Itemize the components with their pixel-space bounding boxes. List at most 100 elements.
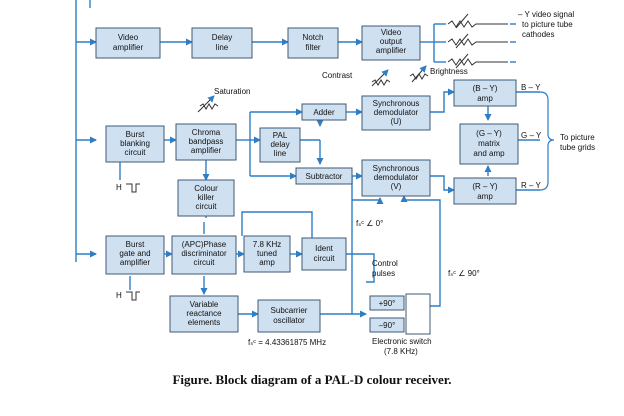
- chroma-bandpass-block: Chroma bandpass amplifier: [175, 123, 237, 161]
- picture-tube-grids-label: To picture: [560, 133, 595, 142]
- fsc-frequency-label: fₛᶜ = 4.43361875 MHz: [248, 338, 326, 347]
- svg-text:circuit: circuit: [125, 148, 147, 157]
- picture-tube-grids-label-2: tube grids: [560, 143, 595, 152]
- control-pulses-label: Control: [372, 259, 398, 268]
- fsc-90-label: fₛᶜ ∠ 90°: [448, 269, 480, 278]
- svg-text:+90°: +90°: [379, 299, 396, 308]
- subtractor-block: Subtractor: [295, 167, 353, 185]
- switch-minus-90-block: –90°: [369, 317, 405, 333]
- svg-text:–90°: –90°: [379, 321, 396, 330]
- sync-demodulator-u-block: Synchronous demodulator (U): [361, 95, 431, 131]
- svg-text:line: line: [216, 43, 229, 52]
- svg-text:Ident: Ident: [315, 244, 334, 253]
- tuned-amp-block: 7.8 KHz tuned amp: [243, 235, 291, 273]
- apc-phase-discriminator-block: (APC)Phase discriminator circuit: [171, 235, 237, 275]
- y-video-signal-label: – Y video signal: [518, 10, 574, 19]
- svg-text:Variable: Variable: [190, 300, 219, 309]
- svg-text:circuit: circuit: [314, 254, 336, 263]
- svg-text:(U): (U): [390, 117, 401, 126]
- svg-text:amplifier: amplifier: [113, 43, 144, 52]
- svg-text:Colour: Colour: [194, 184, 218, 193]
- svg-text:Delay: Delay: [212, 33, 232, 42]
- svg-text:amp: amp: [477, 94, 493, 103]
- svg-text:amplifier: amplifier: [191, 146, 222, 155]
- pulse-icon: [126, 183, 140, 301]
- svg-text:blanking: blanking: [120, 139, 150, 148]
- svg-text:matrix: matrix: [478, 139, 500, 148]
- svg-text:line: line: [274, 149, 287, 158]
- switch-plus-90-block: +90°: [369, 295, 405, 311]
- electronic-switch-label: Electronic switch: [372, 337, 432, 346]
- svg-text:discriminator: discriminator: [181, 249, 227, 258]
- svg-text:Adder: Adder: [313, 108, 335, 117]
- y-video-signal-label-3: cathodes: [522, 30, 554, 39]
- svg-text:(R – Y): (R – Y): [472, 182, 498, 191]
- svg-text:Video: Video: [381, 28, 402, 37]
- subcarrier-oscillator-block: Subcarrier oscillator: [257, 299, 321, 333]
- svg-text:output: output: [380, 37, 403, 46]
- svg-text:(G – Y): (G – Y): [476, 129, 502, 138]
- svg-text:7.8 KHz: 7.8 KHz: [253, 240, 281, 249]
- svg-text:amplifier: amplifier: [120, 258, 151, 267]
- notch-filter-block: Notch filter: [287, 27, 339, 59]
- contrast-label: Contrast: [322, 71, 353, 80]
- svg-text:and amp: and amp: [473, 149, 505, 158]
- svg-text:Burst: Burst: [126, 130, 145, 139]
- svg-text:delay: delay: [270, 140, 289, 149]
- svg-text:demodulator: demodulator: [374, 108, 419, 117]
- svg-text:tuned: tuned: [257, 249, 277, 258]
- delay-line-block: Delay line: [191, 27, 253, 59]
- r-y-amp-block: (R – Y) amp: [453, 177, 517, 205]
- b-y-output-label: B – Y: [521, 83, 541, 92]
- svg-text:Subcarrier: Subcarrier: [271, 306, 308, 315]
- svg-text:bandpass: bandpass: [189, 137, 224, 146]
- control-pulses-label-2: pulses: [372, 269, 395, 278]
- svg-text:Chroma: Chroma: [192, 128, 221, 137]
- svg-text:Synchronous: Synchronous: [373, 99, 420, 108]
- svg-text:filter: filter: [305, 43, 320, 52]
- svg-text:amp: amp: [259, 258, 275, 267]
- signal-wires: [75, 0, 555, 318]
- r-y-output-label: R – Y: [521, 181, 542, 190]
- svg-text:Video: Video: [118, 33, 139, 42]
- contrast-pot-icon: [371, 69, 391, 87]
- svg-text:elements: elements: [188, 318, 220, 327]
- adder-block: Adder: [301, 103, 347, 121]
- variable-reactance-block: Variable reactance elements: [169, 295, 239, 333]
- svg-text:gate and: gate and: [119, 249, 150, 258]
- colour-killer-block: Colour killer circuit: [177, 179, 235, 217]
- svg-text:Synchronous: Synchronous: [373, 164, 420, 173]
- brightness-label: Brightness: [430, 67, 468, 76]
- saturation-label: Saturation: [214, 87, 250, 96]
- svg-text:amplifier: amplifier: [376, 46, 407, 55]
- video-output-amplifier-block: Video output amplifier: [361, 25, 421, 61]
- brightness-pot-icon: [409, 65, 429, 83]
- b-y-amp-block: (B – Y) amp: [453, 79, 517, 107]
- svg-text:Notch: Notch: [303, 33, 324, 42]
- svg-text:demodulator: demodulator: [374, 173, 419, 182]
- fsc-0-label: fₛᶜ ∠ 0°: [356, 219, 383, 228]
- h-pulse-label-2: H: [116, 291, 122, 300]
- figure-caption: Figure. Block diagram of a PAL-D colour …: [172, 372, 452, 387]
- svg-text:amp: amp: [477, 192, 493, 201]
- saturation-pot-icon: [197, 95, 219, 113]
- svg-text:killer: killer: [198, 193, 215, 202]
- resistor-icon: [447, 13, 508, 69]
- burst-gate-block: Burst gate and amplifier: [105, 235, 165, 275]
- electronic-switch-block: [405, 293, 431, 335]
- svg-text:oscillator: oscillator: [273, 316, 305, 325]
- g-y-output-label: G – Y: [521, 131, 542, 140]
- ident-circuit-block: Ident circuit: [301, 237, 347, 271]
- burst-blanking-block: Burst blanking circuit: [105, 125, 165, 163]
- svg-text:(V): (V): [391, 182, 402, 191]
- svg-text:(APC)Phase: (APC)Phase: [182, 240, 227, 249]
- svg-text:circuit: circuit: [196, 202, 218, 211]
- y-video-signal-label-2: to picture tube: [522, 20, 573, 29]
- svg-text:Subtractor: Subtractor: [306, 172, 343, 181]
- svg-text:PAL: PAL: [273, 131, 288, 140]
- svg-text:circuit: circuit: [194, 258, 216, 267]
- video-amplifier-block: Video amplifier: [95, 27, 161, 59]
- sync-demodulator-v-block: Synchronous demodulator (V): [361, 159, 431, 197]
- svg-text:Burst: Burst: [126, 240, 145, 249]
